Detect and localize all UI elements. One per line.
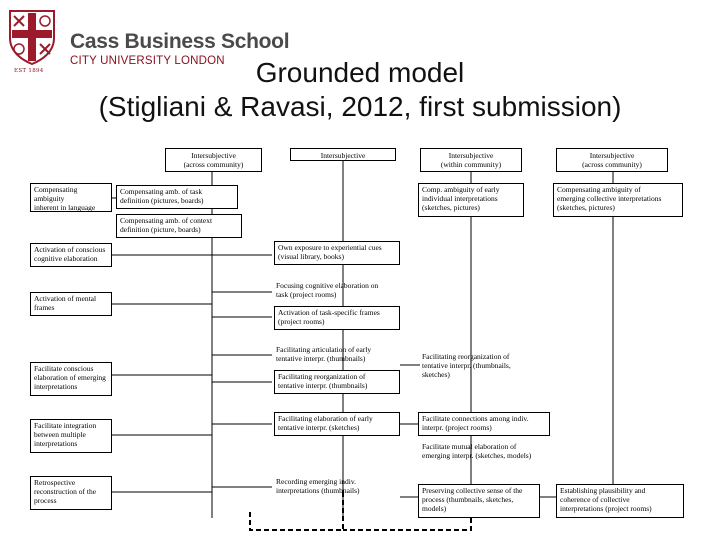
- label-activation-task-frames: Activation of task-specific frames(proje…: [274, 306, 400, 330]
- column-header-3: Intersubjective(within community): [420, 148, 522, 172]
- established-year: EST 1894: [14, 68, 44, 74]
- column-header-2: Intersubjective: [290, 148, 396, 161]
- label-own-exposure-cues: Own exposure to experiential cues(visual…: [274, 241, 400, 265]
- page-title: Grounded model: [255, 57, 465, 88]
- column-header-4: Intersubjective(across community): [556, 148, 668, 172]
- cass-logo: EST 1894 Cass Business School CITY UNIVE…: [6, 8, 290, 74]
- brand-name: Cass Business School: [70, 30, 290, 53]
- page-subtitle: (Stigliani & Ravasi, 2012, first submiss…: [98, 91, 622, 122]
- feedback-loop: [249, 492, 344, 531]
- label-recording-interpretations: Recording emerging indiv.interpretations…: [276, 477, 360, 496]
- label-connections-indiv: Facilitate connections among indiv.inter…: [418, 412, 550, 436]
- crest-icon: [9, 10, 55, 66]
- column-header-1: Intersubjective(across community): [165, 148, 262, 172]
- feedback-loop-right: [343, 510, 472, 531]
- brand-subtitle: CITY UNIVERSITY LONDON: [70, 55, 225, 67]
